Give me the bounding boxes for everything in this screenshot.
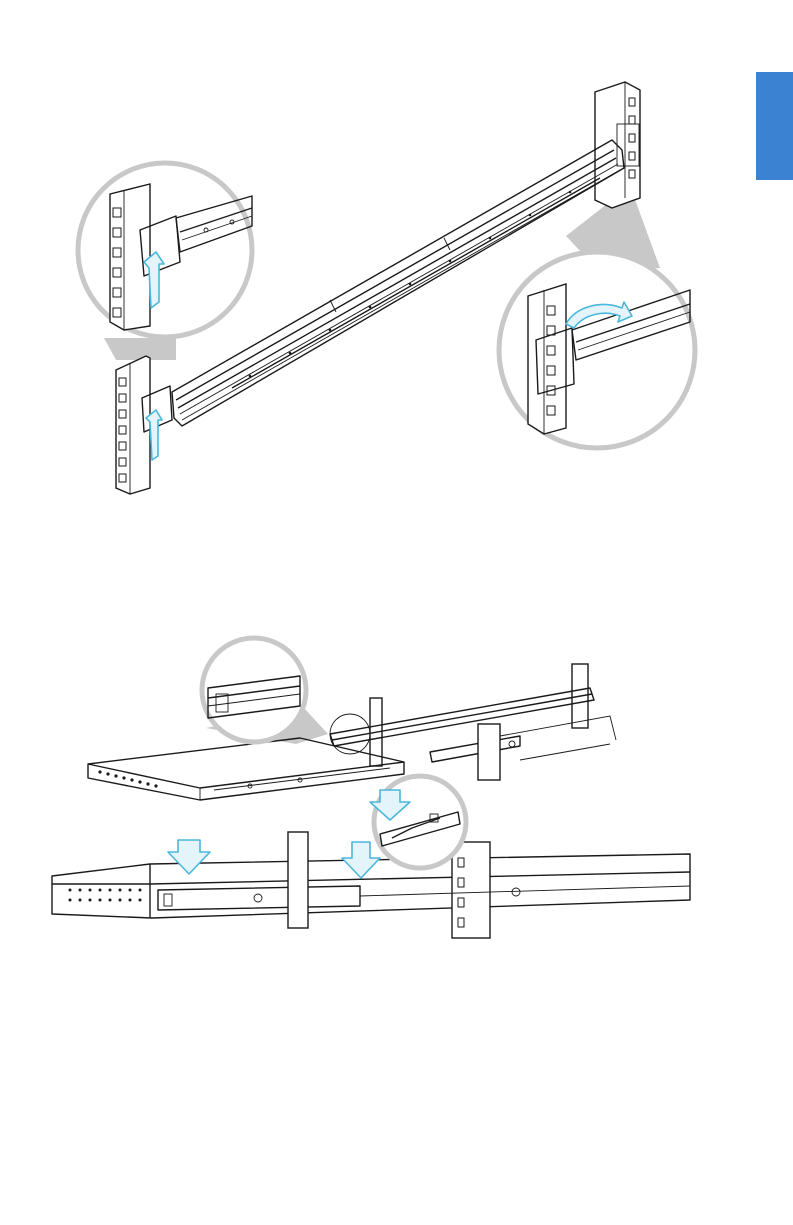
- server-chassis-lower: [52, 832, 690, 938]
- upper-rail-assembly: [330, 664, 616, 780]
- server-chassis-upper: [88, 738, 404, 800]
- lower-down-arrow-right-icon: [342, 842, 380, 878]
- latch-detail-loupe: [370, 776, 466, 868]
- lower-down-arrow-left-icon: [168, 840, 210, 874]
